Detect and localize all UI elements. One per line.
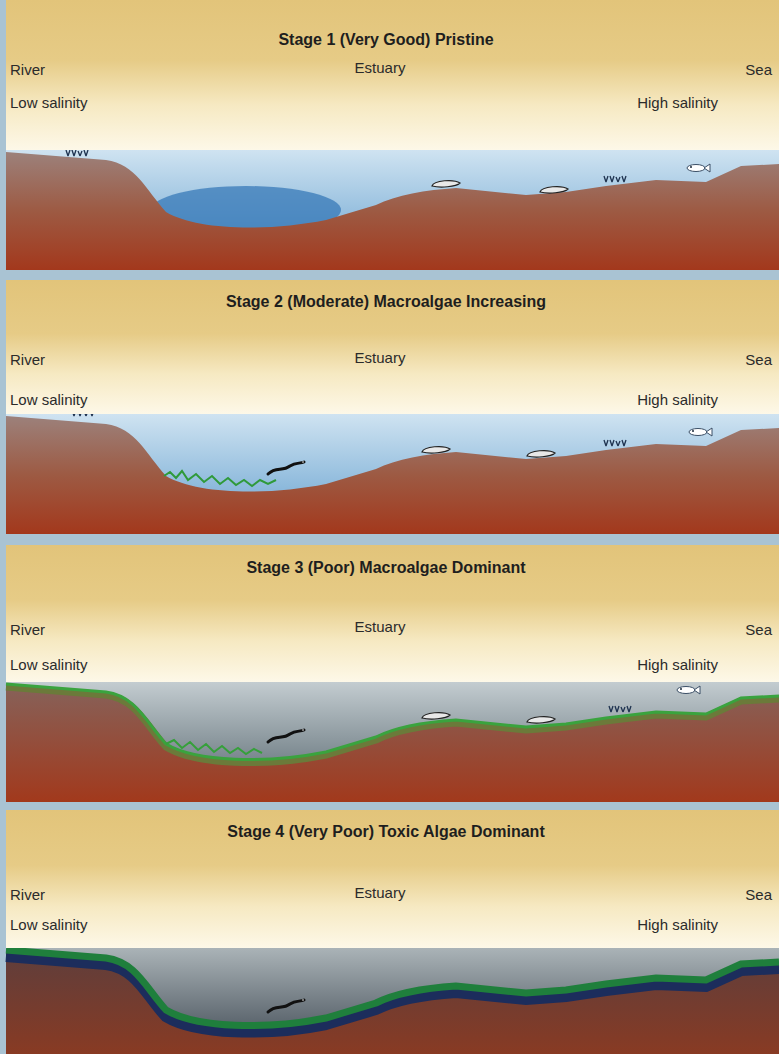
- panel-title: Stage 3 (Poor) Macroalgae Dominant: [246, 559, 525, 577]
- stage-2-section: [6, 406, 779, 534]
- salinity-label: High salinity: [637, 391, 718, 409]
- river-label: River: [10, 61, 45, 79]
- panel-title: Stage 1 (Very Good) Pristine: [278, 31, 493, 49]
- river-label: River: [10, 621, 45, 639]
- salinity-label: Low salinity: [10, 391, 88, 409]
- sea-label: Sea: [745, 351, 772, 369]
- salinity-label: Low salinity: [10, 94, 88, 112]
- river-label: River: [10, 886, 45, 904]
- salinity-label: Low salinity: [10, 656, 88, 674]
- salinity-label: High salinity: [637, 656, 718, 674]
- stage-3-section: [6, 682, 779, 802]
- stage-4-section: [6, 948, 779, 1054]
- panel-title: Stage 4 (Very Poor) Toxic Algae Dominant: [227, 823, 544, 841]
- estuary-label: Estuary: [355, 884, 406, 902]
- estuary-label: Estuary: [355, 59, 406, 77]
- panel-title: Stage 2 (Moderate) Macroalgae Increasing: [226, 293, 546, 311]
- stage-panel: Stage 4 (Very Poor) Toxic Algae Dominant…: [6, 810, 779, 948]
- salinity-label: Low salinity: [10, 916, 88, 934]
- sea-label: Sea: [745, 621, 772, 639]
- salinity-label: High salinity: [637, 94, 718, 112]
- estuary-label: Estuary: [355, 349, 406, 367]
- river-label: River: [10, 351, 45, 369]
- sea-label: Sea: [745, 61, 772, 79]
- stage-1-section: [6, 142, 779, 270]
- stage-panel: Stage 3 (Poor) Macroalgae DominantRiver E…: [6, 545, 779, 682]
- sea-label: Sea: [745, 886, 772, 904]
- estuary-label: Estuary: [355, 618, 406, 636]
- salinity-label: High salinity: [637, 916, 718, 934]
- stage-panel: Stage 2 (Moderate) Macroalgae Increasing…: [6, 280, 779, 414]
- stage-panel: Stage 1 (Very Good) PristineRiver Estuary…: [6, 0, 779, 150]
